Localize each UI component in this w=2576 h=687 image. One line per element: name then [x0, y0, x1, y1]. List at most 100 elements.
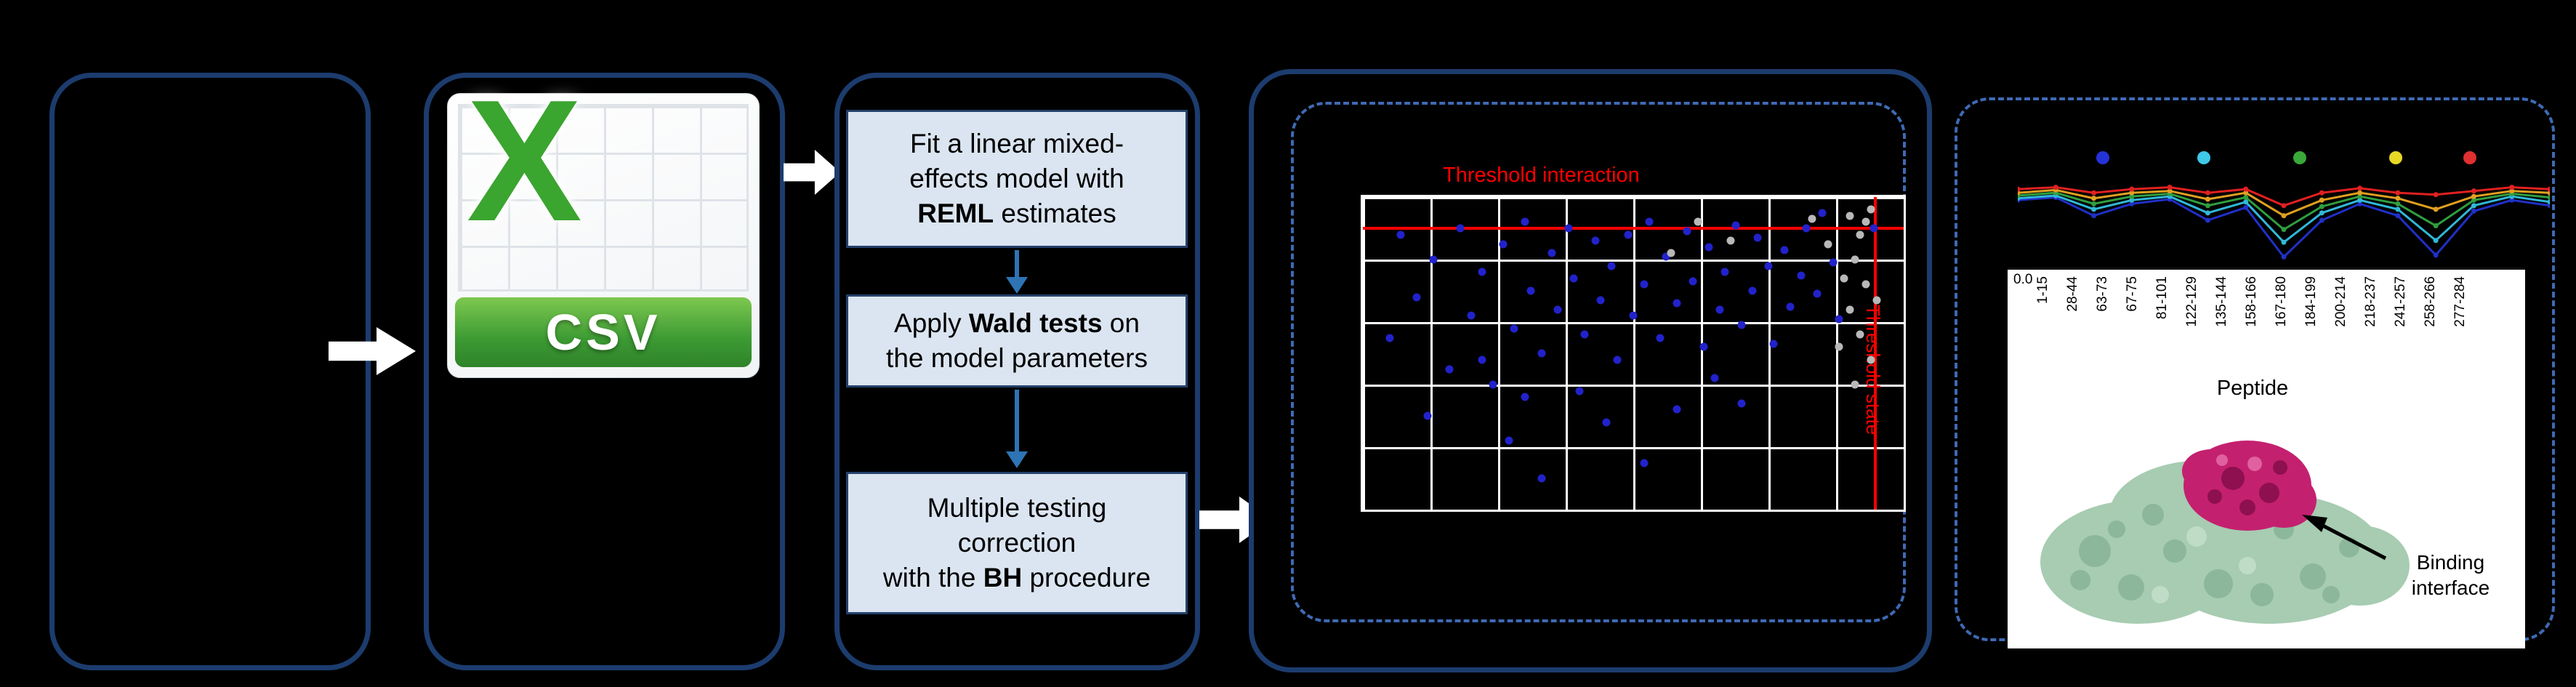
legend-dot-icon — [2463, 151, 2477, 164]
uptake-marker — [2433, 252, 2439, 258]
scatter-point-significant-blue — [1699, 342, 1708, 351]
scatter-point-significant-blue — [1829, 258, 1838, 267]
uptake-marker — [2281, 227, 2287, 233]
uptake-marker — [2129, 201, 2135, 206]
scatter-point-significant-blue — [1673, 299, 1681, 308]
uptake-marker — [2129, 190, 2135, 196]
scatter-point-significant-blue — [1596, 296, 1605, 305]
uptake-marker — [2319, 210, 2325, 216]
step-box-wald: Apply Wald tests on the model parameters — [846, 294, 1188, 387]
step1-line3: estimates — [994, 198, 1116, 229]
uptake-marker — [2243, 195, 2249, 200]
uptake-marker — [2395, 190, 2401, 196]
scatter-point-significant-blue — [1602, 418, 1611, 427]
uptake-marker — [2471, 188, 2476, 194]
scatter-point-significant-blue — [1689, 277, 1697, 286]
deuterium-uptake-chart — [2018, 185, 2550, 260]
scatter-point-significant-blue — [1575, 387, 1584, 395]
down-arrow-icon — [1015, 390, 1019, 452]
scatter-point-significant-blue — [1478, 355, 1486, 364]
scatter-point-not-significant-gray — [1840, 274, 1848, 283]
threshold-state-line — [1874, 197, 1877, 510]
scatter-point-significant-blue — [1521, 217, 1529, 226]
scatter-point-significant-blue — [1715, 305, 1724, 314]
uptake-marker — [2281, 254, 2287, 260]
binding-label-line2: interface — [2411, 576, 2490, 599]
legend-dot-icon — [2388, 151, 2402, 164]
binding-label-line1: Binding — [2416, 551, 2485, 574]
threshold-interaction-label: Threshold interaction — [1443, 164, 1640, 187]
uptake-marker — [2281, 203, 2287, 209]
uptake-marker — [2433, 223, 2439, 229]
step3-line3c: procedure — [1022, 563, 1151, 593]
uptake-marker — [2129, 193, 2135, 199]
scatter-point-significant-blue — [1748, 286, 1757, 295]
uptake-marker — [2243, 186, 2249, 192]
scatter-point-significant-blue — [1720, 268, 1729, 276]
scatter-point-not-significant-gray — [1667, 249, 1675, 257]
scatter-point-significant-blue — [1526, 286, 1535, 295]
step2-line1a: Apply — [894, 308, 969, 338]
uptake-marker — [2433, 238, 2439, 244]
peptide-tick-label: 158-166 — [2244, 276, 2259, 327]
scatter-point-significant-blue — [1869, 224, 1878, 233]
peptide-tick-label: 167-180 — [2274, 276, 2289, 327]
scatter-point-not-significant-gray — [1861, 217, 1870, 226]
scatter-point-significant-blue — [1613, 355, 1622, 364]
scatter-point-significant-blue — [1499, 240, 1508, 248]
scatter-point-significant-blue — [1553, 305, 1562, 314]
scatter-point-not-significant-gray — [1824, 240, 1832, 248]
csv-banner: CSV — [455, 297, 752, 367]
uptake-marker — [2018, 186, 2021, 192]
legend-dot-icon — [2197, 151, 2211, 164]
scatter-point-significant-blue — [1802, 224, 1811, 233]
uptake-marker — [2281, 213, 2287, 219]
step-box-reml: Fit a linear mixed- effects model with R… — [846, 110, 1188, 248]
peptide-tick-label: 135-144 — [2214, 276, 2229, 327]
scatter-point-significant-blue — [1731, 221, 1740, 230]
scatter-point-significant-blue — [1640, 280, 1649, 289]
uptake-marker — [2433, 192, 2439, 198]
peptide-tick-label: 122-129 — [2184, 276, 2199, 327]
uptake-marker — [2357, 185, 2363, 191]
uptake-marker — [2547, 199, 2550, 205]
uptake-marker — [2357, 190, 2363, 196]
y-axis-tick: 0.0 — [2013, 272, 2033, 287]
uptake-marker — [2395, 213, 2401, 219]
scatter-point-significant-blue — [1547, 249, 1556, 257]
legend-dot-icon — [2096, 151, 2110, 164]
scatter-point-significant-blue — [1797, 271, 1806, 279]
uptake-marker — [2129, 186, 2135, 192]
scatter-point-not-significant-gray — [1694, 217, 1702, 226]
uptake-marker — [2509, 197, 2515, 203]
scatter-point-not-significant-gray — [1872, 296, 1881, 305]
scatter-point-significant-blue — [1780, 246, 1789, 254]
binding-interface-label: Binding interface — [2380, 550, 2521, 600]
scatter-point-significant-blue — [1704, 243, 1713, 252]
csv-file-icon: X CSV — [447, 75, 760, 378]
step2-keyword: Wald tests — [968, 308, 1103, 338]
uptake-marker — [2091, 196, 2097, 201]
uptake-marker — [2395, 201, 2401, 206]
binding-site-patch — [2182, 441, 2317, 531]
scatter-point-not-significant-gray — [1851, 380, 1859, 389]
scatter-point-significant-blue — [1813, 289, 1822, 298]
uptake-marker — [2547, 195, 2550, 200]
uptake-legend-dots — [2018, 151, 2550, 167]
peptide-tick-label: 200-214 — [2333, 276, 2348, 327]
uptake-marker — [2281, 239, 2287, 245]
volcano-scatter-plot: Threshold interaction Threshold state — [1361, 164, 1906, 512]
uptake-marker — [2509, 185, 2515, 190]
flow-arrow-icon — [784, 150, 840, 195]
uptake-marker — [2243, 199, 2249, 205]
uptake-marker — [2357, 193, 2363, 199]
uptake-marker — [2091, 201, 2097, 206]
uptake-marker — [2205, 210, 2210, 216]
scatter-point-significant-blue — [1607, 262, 1616, 270]
uptake-marker — [2091, 190, 2097, 196]
csv-label: CSV — [545, 304, 661, 361]
scatter-point-not-significant-gray — [1808, 214, 1816, 223]
scatter-point-significant-blue — [1786, 302, 1795, 310]
uptake-marker — [2433, 206, 2439, 212]
down-arrow-icon — [1015, 250, 1019, 278]
